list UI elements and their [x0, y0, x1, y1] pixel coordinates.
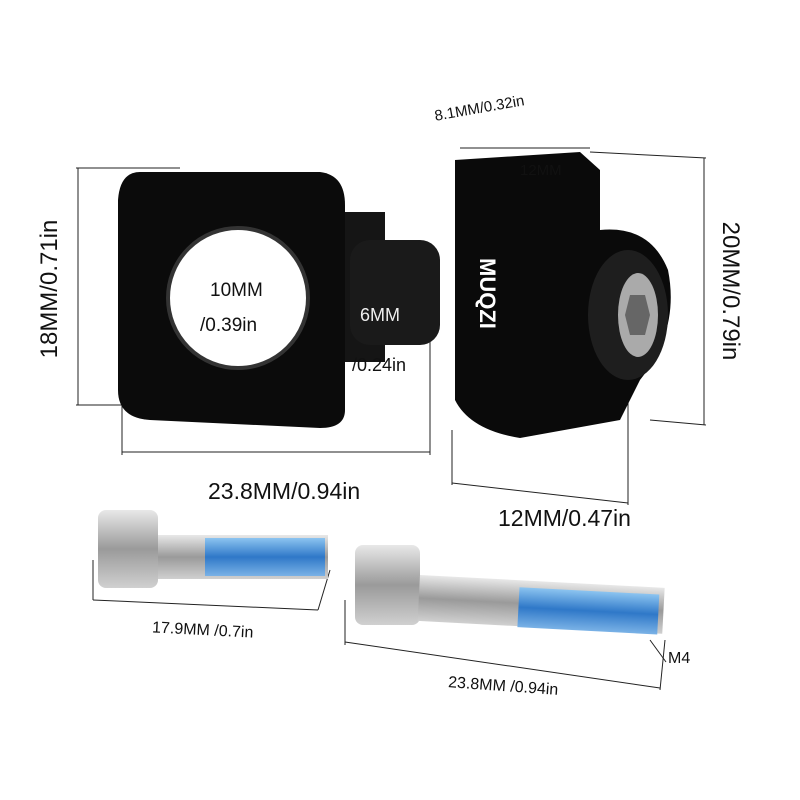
block-width-label: 12MM/0.47in [498, 505, 631, 531]
thread-label: M4 [668, 650, 691, 667]
right-height-label: 20MM/0.79in [717, 221, 744, 361]
left-height-label: 18MM/0.71in [36, 219, 63, 359]
shaft-mm: 6MM [360, 305, 400, 325]
top-depth-label: 12MM [520, 162, 562, 179]
hole-diameter-mm: 10MM [210, 280, 263, 301]
overall-length-label: 23.8MM/0.94in [208, 478, 361, 504]
shaft-in: /0.24in [352, 355, 407, 375]
long-bolt [355, 545, 665, 635]
right-block: MUQZI [455, 152, 671, 438]
dimension-lines [76, 147, 707, 691]
short-bolt [98, 510, 328, 588]
brand-logo: MUQZI [475, 258, 500, 329]
shaft [350, 240, 440, 345]
hole-diameter-in: /0.39in [200, 315, 258, 336]
